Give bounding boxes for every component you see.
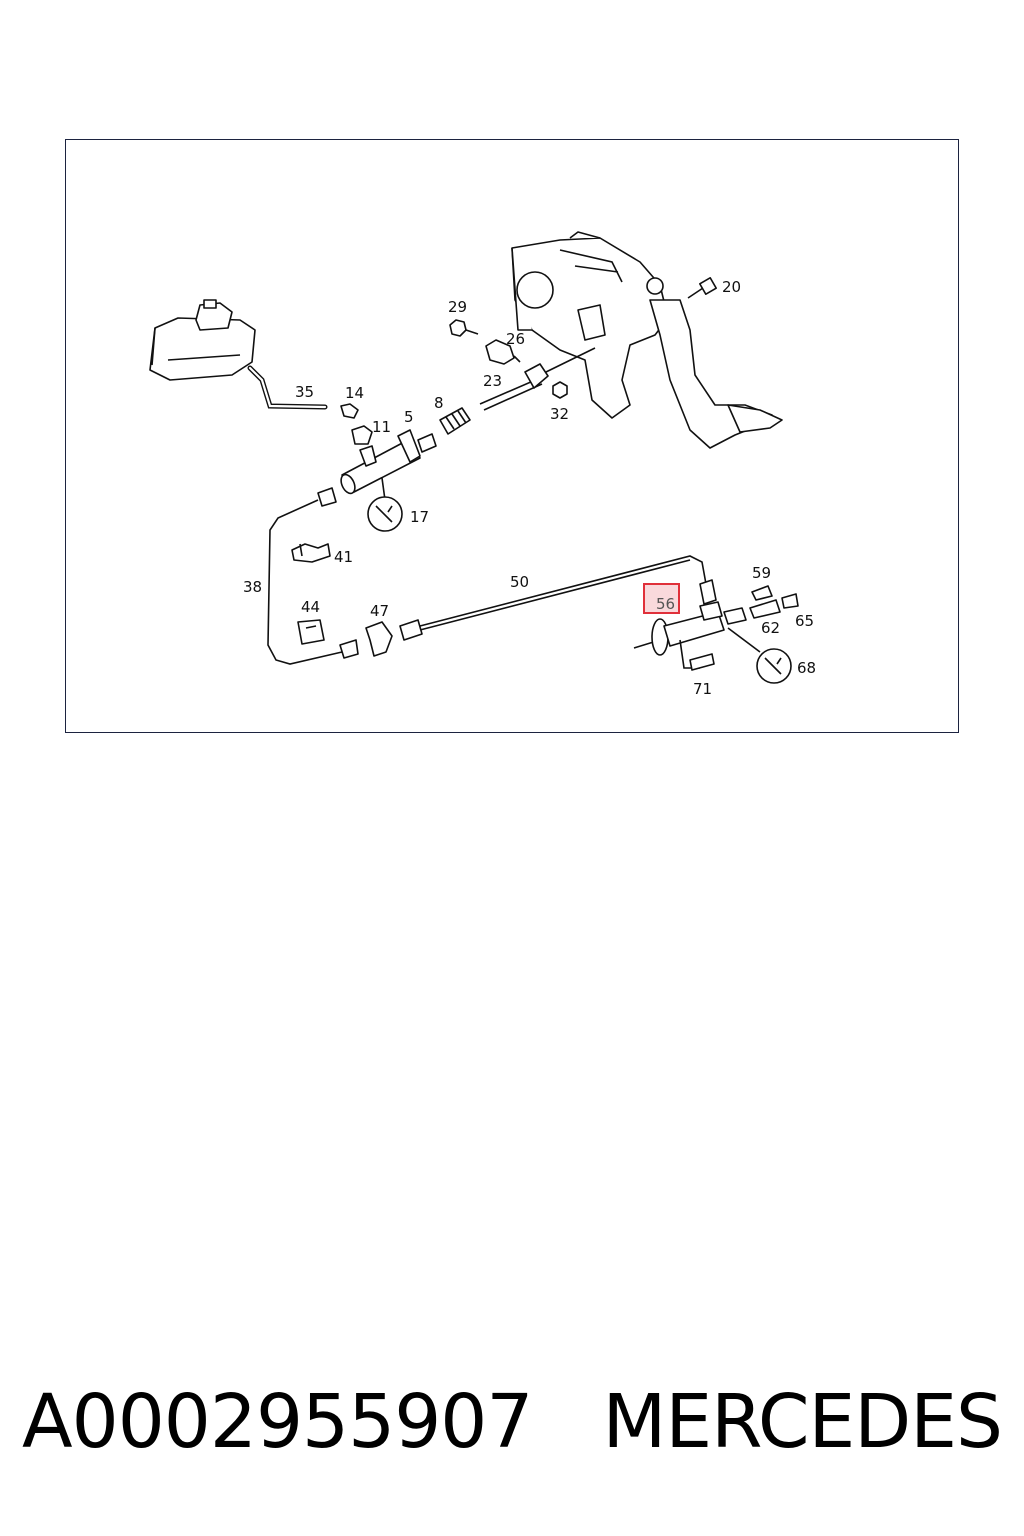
boot-8	[439, 407, 471, 435]
highlight-box-56[interactable]	[643, 583, 680, 614]
callout-29[interactable]: 29	[448, 298, 467, 316]
line-50	[399, 555, 717, 641]
callout-35[interactable]: 35	[295, 383, 314, 401]
callout-32[interactable]: 32	[550, 405, 569, 423]
slave-cylinder-56	[633, 601, 747, 656]
line-38	[267, 487, 359, 665]
elbow-14	[340, 403, 359, 419]
grommet-11	[351, 425, 373, 445]
master-cylinder-5	[340, 429, 437, 495]
bracket-41	[291, 543, 331, 563]
callout-8[interactable]: 8	[434, 394, 444, 412]
bolt-29	[449, 319, 479, 337]
nut-32	[552, 381, 568, 399]
pedal-box	[511, 231, 669, 419]
pushrod-23	[479, 347, 596, 411]
callout-23[interactable]: 23	[483, 372, 502, 390]
callout-62[interactable]: 62	[761, 619, 780, 637]
cap-65	[781, 593, 799, 609]
callout-41[interactable]: 41	[334, 548, 353, 566]
callout-17[interactable]: 17	[410, 508, 429, 526]
callout-11[interactable]: 11	[372, 418, 391, 436]
fluid-reservoir	[149, 299, 256, 381]
brand-name: MERCEDES	[602, 1379, 1003, 1465]
callout-71[interactable]: 71	[693, 680, 712, 698]
callout-65[interactable]: 65	[795, 612, 814, 630]
callout-59[interactable]: 59	[752, 564, 771, 582]
fitting-26	[485, 339, 521, 365]
callout-47[interactable]: 47	[370, 602, 389, 620]
clutch-pedal	[649, 299, 783, 449]
callout-44[interactable]: 44	[301, 598, 320, 616]
part-number: A0002955907	[22, 1379, 533, 1465]
callout-14[interactable]: 14	[345, 384, 364, 402]
callout-68[interactable]: 68	[797, 659, 816, 677]
bolt-71	[679, 639, 715, 671]
hose-35	[247, 365, 328, 410]
bleeder-59	[751, 585, 773, 601]
callout-26[interactable]: 26	[506, 330, 525, 348]
wrench-icon-68	[727, 627, 792, 684]
bolt-20	[687, 277, 717, 299]
bleeder-62	[749, 599, 781, 619]
callout-56[interactable]: 56	[656, 595, 675, 613]
diagram-frame	[65, 139, 959, 733]
callout-5[interactable]: 5	[404, 408, 414, 426]
callout-38[interactable]: 38	[243, 578, 262, 596]
callout-20[interactable]: 20	[722, 278, 741, 296]
clip-47	[365, 621, 393, 657]
wrench-icon-17	[367, 477, 403, 532]
callout-50[interactable]: 50	[510, 573, 529, 591]
clip-44	[297, 619, 325, 645]
